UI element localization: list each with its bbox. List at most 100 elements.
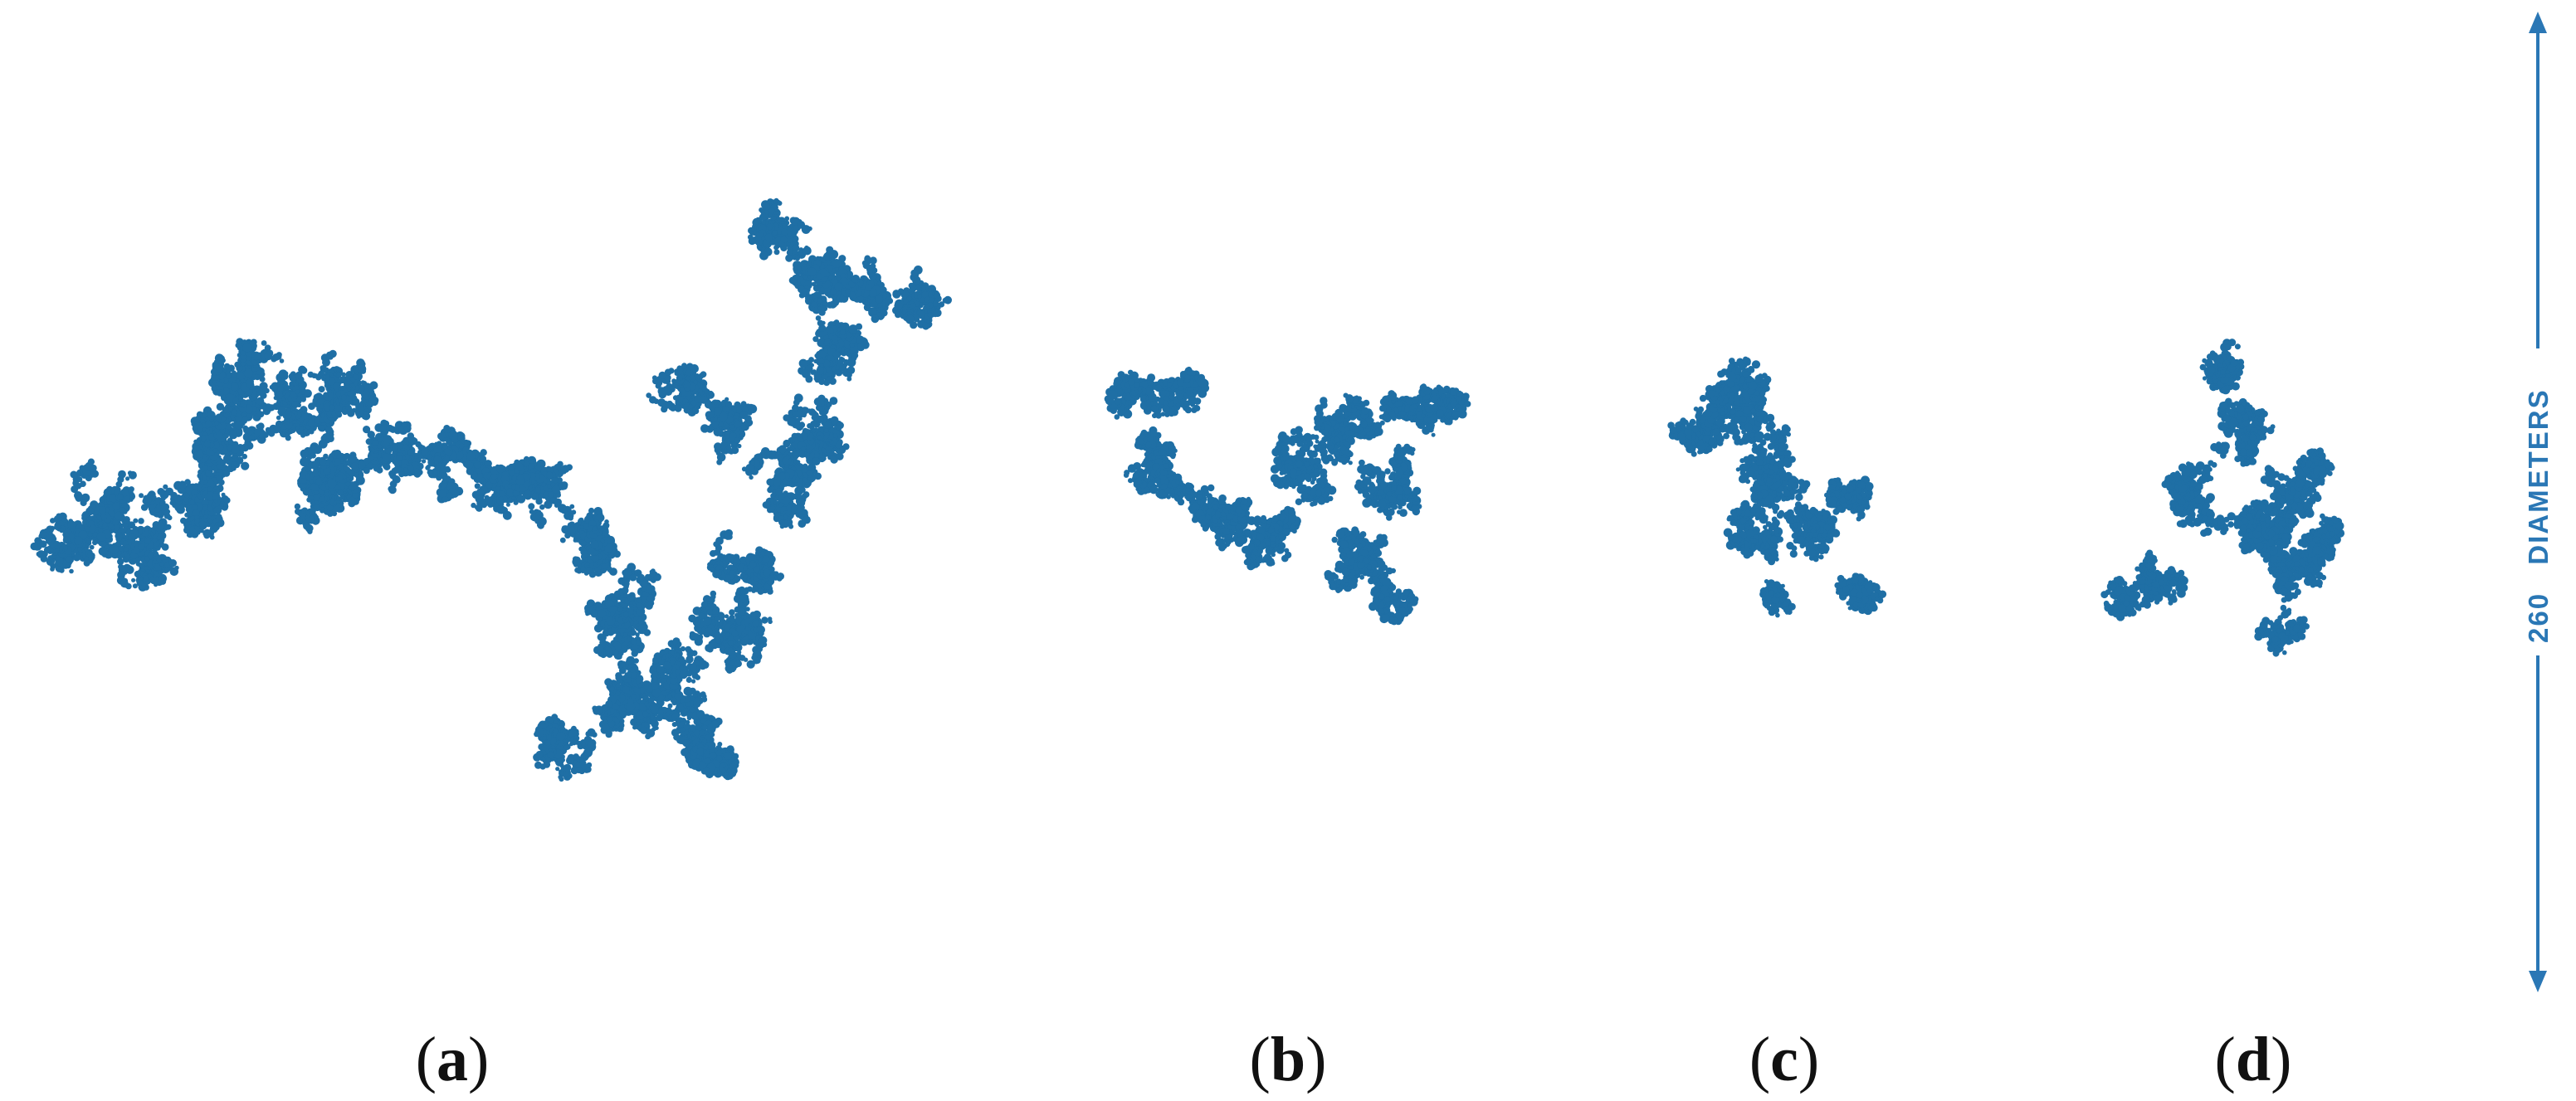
particle <box>36 551 41 557</box>
particle <box>120 579 129 588</box>
particle <box>363 426 371 434</box>
particle <box>246 356 251 361</box>
particle <box>265 426 271 433</box>
particle <box>65 563 71 569</box>
particle <box>64 532 70 538</box>
particle <box>546 471 554 479</box>
particle <box>565 533 571 538</box>
particle <box>64 536 71 543</box>
particle <box>45 534 54 543</box>
particle <box>221 492 226 497</box>
particle <box>228 407 233 412</box>
particle <box>474 483 481 490</box>
particle <box>214 421 219 426</box>
particle <box>193 439 198 444</box>
particle <box>186 533 191 538</box>
particle <box>231 465 237 471</box>
particle <box>458 443 465 449</box>
particle <box>76 491 80 496</box>
particle <box>123 509 128 514</box>
aggregate-a <box>30 197 952 782</box>
particle <box>277 386 284 392</box>
particle <box>89 544 95 550</box>
particle <box>306 429 312 435</box>
particle <box>300 367 308 374</box>
particle <box>205 421 212 428</box>
particle <box>300 457 310 467</box>
particle <box>294 503 301 510</box>
particle <box>540 489 545 494</box>
particle <box>115 511 122 519</box>
particle <box>419 464 424 470</box>
particle <box>254 428 261 436</box>
particle <box>232 461 237 466</box>
particle <box>559 537 566 543</box>
particle <box>74 536 83 545</box>
particle <box>216 402 225 411</box>
particle <box>427 469 433 475</box>
particle <box>96 532 106 542</box>
particle <box>341 375 346 380</box>
particle <box>168 559 177 568</box>
particle <box>138 518 144 524</box>
particle <box>421 459 427 464</box>
particle <box>417 444 424 451</box>
particle <box>84 547 89 552</box>
particle <box>99 506 106 514</box>
particle <box>217 521 222 527</box>
particle <box>90 470 100 478</box>
particle <box>245 378 254 387</box>
particle <box>54 524 61 530</box>
particle <box>229 402 234 407</box>
particle <box>213 499 218 504</box>
particle <box>163 509 169 516</box>
particle <box>223 497 231 504</box>
particle <box>132 583 138 589</box>
particle <box>193 504 198 510</box>
particle <box>323 453 329 460</box>
particle <box>84 556 89 561</box>
particle <box>159 562 164 567</box>
particle <box>39 540 47 548</box>
particle <box>100 514 107 520</box>
particle <box>156 558 162 563</box>
particle <box>434 460 439 465</box>
particle <box>476 488 485 496</box>
particle <box>609 568 617 576</box>
particle <box>117 558 124 565</box>
particle <box>67 520 76 529</box>
particle <box>307 371 315 378</box>
particle <box>318 370 324 377</box>
particle <box>125 476 130 481</box>
particle <box>205 522 210 527</box>
particle <box>144 537 151 544</box>
particle <box>414 468 420 474</box>
particle <box>385 447 393 455</box>
particle <box>53 515 61 523</box>
particle <box>345 481 351 487</box>
particle <box>59 528 65 533</box>
particle <box>55 557 64 567</box>
particle <box>87 458 95 465</box>
particle <box>396 455 402 461</box>
particle <box>242 343 252 353</box>
particle <box>329 349 337 358</box>
particle <box>355 402 364 412</box>
particle <box>272 353 281 361</box>
particle <box>241 461 250 470</box>
particle <box>442 496 449 503</box>
particle <box>139 493 144 499</box>
particle <box>569 504 575 509</box>
particle <box>81 511 90 519</box>
particle <box>96 515 102 520</box>
particle <box>300 396 306 402</box>
particle <box>303 522 311 530</box>
particle <box>471 502 476 509</box>
particle <box>30 542 39 551</box>
particle <box>349 390 357 397</box>
particle <box>76 484 81 490</box>
particle <box>264 387 270 394</box>
particle <box>441 472 446 478</box>
particle <box>279 358 285 363</box>
particle <box>484 494 490 500</box>
